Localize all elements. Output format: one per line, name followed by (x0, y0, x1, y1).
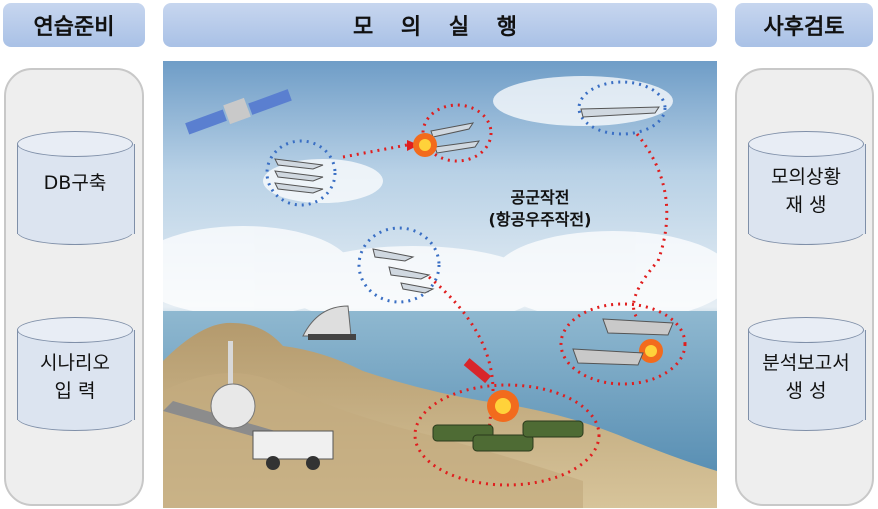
air-operation-caption: 공군작전 (항공우주작전) (465, 187, 615, 231)
simulation-scene (163, 61, 717, 508)
db-build-cylinder: DB구축 (17, 131, 135, 247)
replay-label: 모의상황 재 생 (771, 166, 841, 216)
red-dotted-circles (413, 103, 687, 487)
blue-dotted-circles (265, 80, 667, 304)
caption-line-2: (항공우주작전) (488, 210, 592, 229)
explosion-icons (413, 133, 663, 422)
satellite-icon (185, 89, 292, 135)
warship-icons (572, 318, 674, 366)
scenario-input-label: 시나리오 입 력 (40, 352, 110, 402)
db-build-label: DB구축 (43, 172, 107, 194)
red-dotted-paths (342, 133, 669, 442)
header-after-review: 사후검토 (735, 3, 873, 47)
caption-line-1: 공군작전 (510, 188, 570, 207)
header-simulation-run: 모 의 실 행 (163, 3, 717, 47)
scenario-input-cylinder: 시나리오 입 력 (17, 317, 135, 433)
replay-cylinder: 모의상황 재 생 (748, 131, 866, 247)
report-cylinder: 분석보고서 생 성 (748, 317, 866, 433)
report-label: 분석보고서 생 성 (762, 352, 850, 402)
arrow-head (407, 140, 419, 151)
tank-icons (432, 420, 584, 452)
missile-icon (463, 358, 491, 384)
header-exercise-prep: 연습준비 (3, 3, 145, 47)
radar-dish-icon (302, 305, 356, 340)
aircraft-icons (274, 106, 660, 294)
air-defense-vehicle-icon (210, 341, 334, 470)
